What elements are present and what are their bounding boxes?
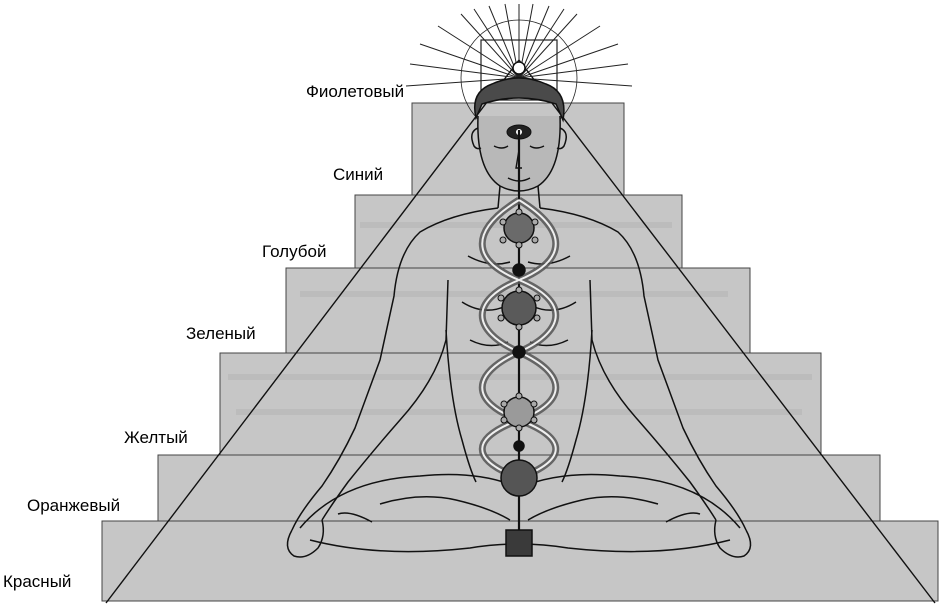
- chakra-node-icon: [512, 263, 526, 277]
- chakras: [500, 212, 538, 557]
- crown-bindu-icon: [512, 61, 526, 75]
- chakra-node-icon: [513, 440, 525, 452]
- chakra-throat-icon: [503, 212, 535, 244]
- chakra-heart-icon: [501, 290, 537, 326]
- chakra-root-icon: [505, 529, 533, 557]
- level-label-blue: Голубой: [262, 242, 327, 261]
- chakra-solar-plexus-icon: [503, 396, 535, 428]
- level-label-green: Зеленый: [186, 324, 256, 343]
- pyramid-triangle: [105, 59, 936, 604]
- level-label-red: Красный: [3, 572, 72, 591]
- level-label-orange: Оранжевый: [27, 496, 121, 515]
- level-label-yellow: Желтый: [124, 428, 188, 447]
- chakra-sacral-icon: [500, 459, 538, 497]
- level-label-violet: Фиолетовый: [306, 82, 405, 101]
- level-label-indigo: Синий: [333, 165, 384, 184]
- chakra-node-icon: [512, 345, 526, 359]
